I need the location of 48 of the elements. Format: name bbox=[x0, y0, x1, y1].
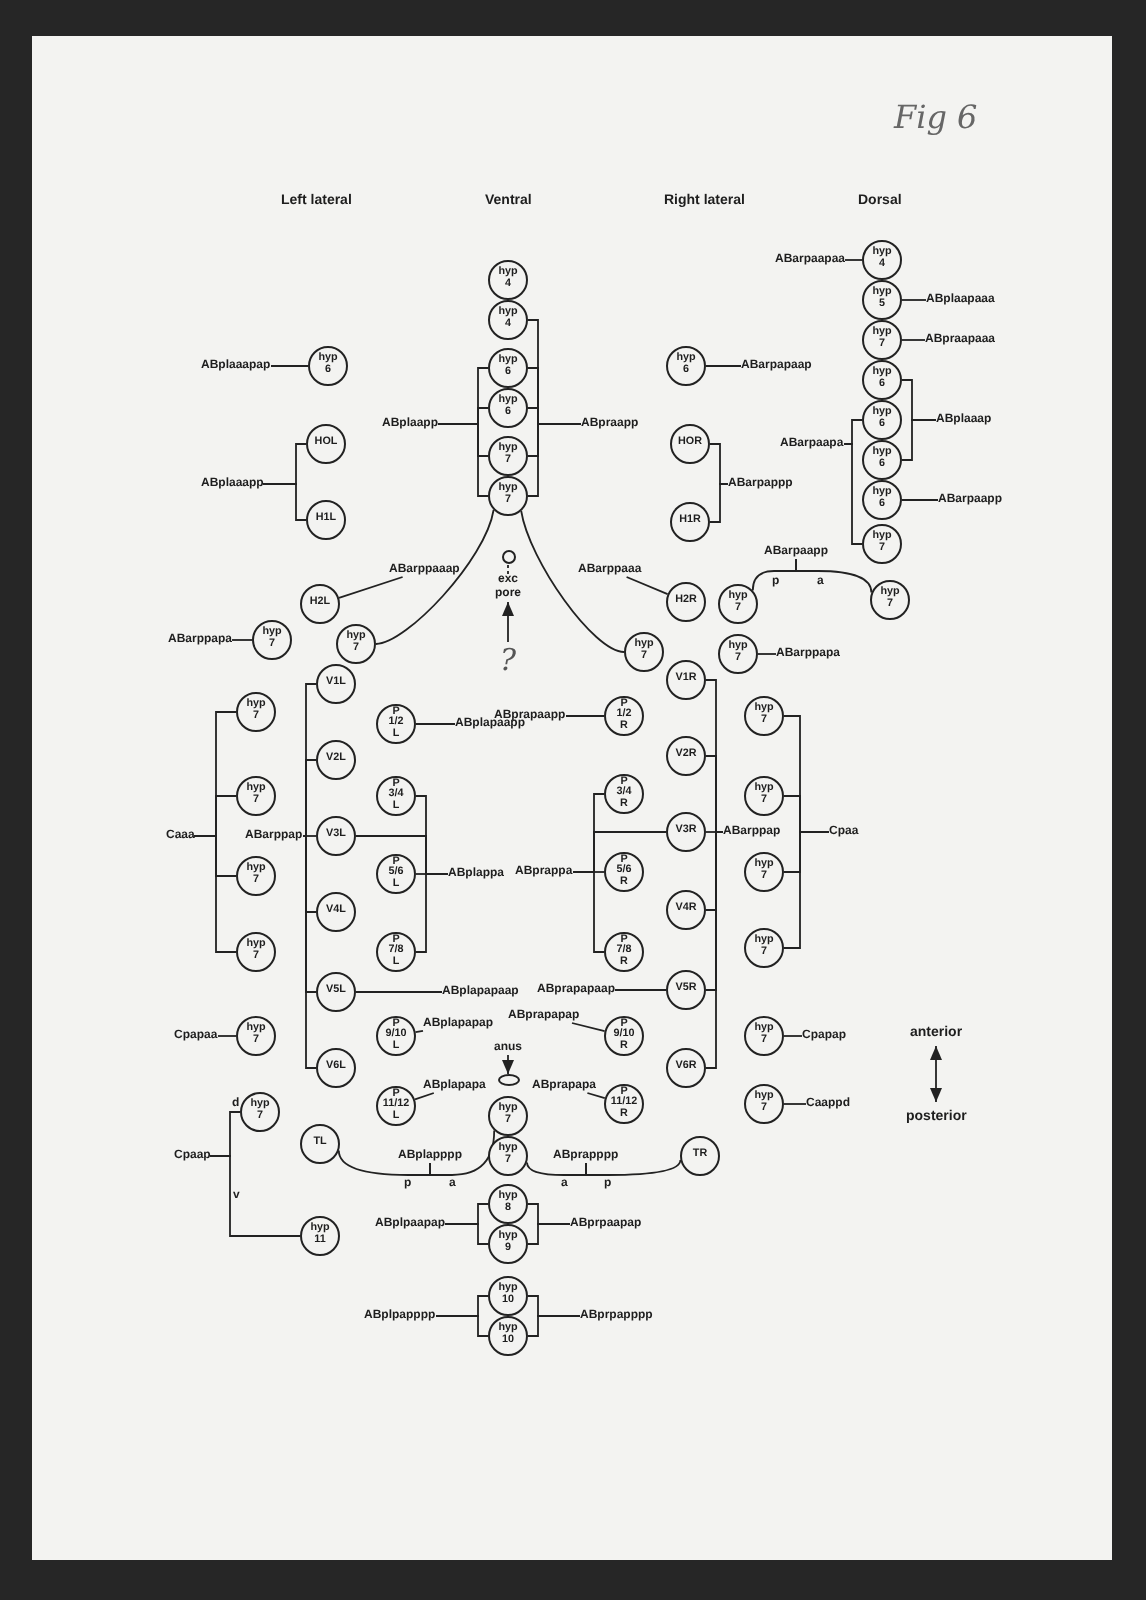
leader-line bbox=[757, 653, 777, 655]
leader-line bbox=[414, 1029, 424, 1034]
lineage-bracket bbox=[355, 835, 449, 875]
leader-line bbox=[625, 576, 669, 596]
lineage-bracket bbox=[429, 1129, 496, 1176]
lineage-bracket bbox=[901, 419, 937, 461]
leader-line bbox=[355, 991, 443, 993]
leader-line bbox=[231, 639, 253, 641]
leader-line bbox=[217, 1035, 237, 1037]
leader-line bbox=[783, 1035, 803, 1037]
leader-line bbox=[415, 723, 456, 725]
lineage-bracket bbox=[302, 835, 317, 837]
lineage-bracket bbox=[302, 835, 317, 1069]
leader-line bbox=[507, 562, 509, 575]
leader-line bbox=[901, 299, 927, 301]
lineage-bracket bbox=[193, 835, 237, 953]
leader-line bbox=[586, 1092, 606, 1100]
leader-line bbox=[901, 339, 926, 341]
leader-line bbox=[270, 365, 309, 367]
leader-line bbox=[844, 259, 863, 261]
lineage-bracket bbox=[795, 558, 873, 594]
lineage-bracket bbox=[572, 831, 667, 873]
connector-curve bbox=[375, 509, 495, 645]
arrow bbox=[502, 601, 514, 643]
connector-curve bbox=[520, 510, 625, 653]
lineage-bracket bbox=[437, 423, 489, 497]
leader-line bbox=[783, 1103, 807, 1105]
lineage-bracket bbox=[262, 483, 307, 521]
lineage-bracket bbox=[527, 423, 582, 497]
lineage-bracket bbox=[527, 1223, 571, 1245]
leader-line bbox=[571, 1022, 606, 1033]
leader-line bbox=[414, 1092, 435, 1101]
lineage-bracket bbox=[337, 1149, 431, 1176]
leader-line bbox=[705, 365, 742, 367]
lineage-bracket bbox=[302, 759, 317, 837]
lineage-bracket bbox=[526, 1161, 587, 1176]
leader-line bbox=[614, 989, 667, 991]
lineage-bracket bbox=[705, 831, 724, 1069]
lineage-bracket bbox=[444, 1223, 489, 1245]
handwritten-note: Fig 6 bbox=[894, 97, 978, 135]
question-mark: ? bbox=[500, 642, 517, 678]
arrow bbox=[502, 1054, 514, 1075]
lineage-bracket bbox=[527, 1315, 581, 1337]
leader-line bbox=[565, 715, 605, 717]
lineage-bracket bbox=[435, 1315, 489, 1337]
leader-line bbox=[901, 499, 939, 501]
leader-line bbox=[338, 576, 404, 599]
lineage-bracket bbox=[585, 1159, 682, 1176]
